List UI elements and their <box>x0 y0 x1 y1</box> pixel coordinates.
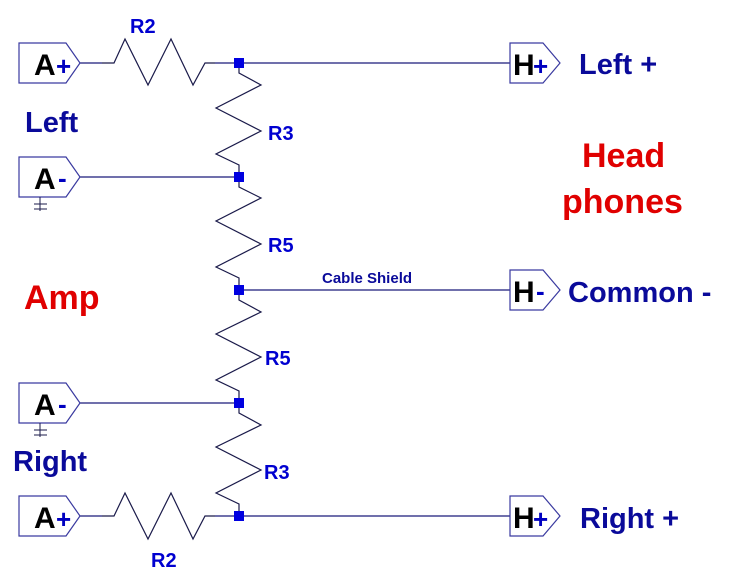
port-hp-common: H - <box>509 269 561 311</box>
label-cable-shield: Cable Shield <box>322 270 412 287</box>
label-right: Right <box>13 446 87 478</box>
svg-text:A: A <box>34 49 56 82</box>
label-common-minus: Common - <box>568 277 711 309</box>
svg-text:H: H <box>513 49 535 82</box>
port-amp-left-plus: A + <box>18 42 81 84</box>
resistor-label-r3-top: R3 <box>268 123 294 145</box>
label-left: Left <box>25 107 79 139</box>
ground-icon <box>34 423 47 437</box>
svg-text:-: - <box>536 276 545 306</box>
label-head: Head <box>582 137 665 175</box>
resistor-label-r5-bottom: R5 <box>265 348 291 370</box>
resistor-label-r5-top: R5 <box>268 235 294 257</box>
svg-text:A: A <box>34 502 56 535</box>
port-hp-left-plus: H + <box>509 42 561 84</box>
junction-node <box>234 285 244 295</box>
resistor-label-r2-bottom: R2 <box>151 550 177 572</box>
svg-text:A: A <box>34 163 56 196</box>
resistor-r2-bottom <box>102 491 215 541</box>
junction-node <box>234 398 244 408</box>
resistor-r2-top <box>102 37 215 87</box>
resistor-label-r3-bottom: R3 <box>264 462 290 484</box>
resistor-r3-top <box>214 63 263 177</box>
label-phones: phones <box>562 183 683 221</box>
svg-text:+: + <box>56 504 71 534</box>
label-right-plus: Right + <box>580 503 679 535</box>
svg-text:+: + <box>533 504 548 534</box>
junction-node <box>234 172 244 182</box>
svg-text:H: H <box>513 502 535 535</box>
resistor-r5-top <box>214 177 263 290</box>
port-amp-left-minus: A - <box>18 156 81 198</box>
port-amp-right-plus: A + <box>18 495 81 537</box>
svg-text:-: - <box>58 389 67 419</box>
resistor-r3-bottom <box>214 403 263 516</box>
ground-icon <box>34 197 47 211</box>
svg-text:H: H <box>513 276 535 309</box>
junction-node <box>234 58 244 68</box>
port-amp-right-minus: A - <box>18 382 81 424</box>
junction-node <box>234 511 244 521</box>
svg-text:A: A <box>34 389 56 422</box>
label-left-plus: Left + <box>579 49 657 81</box>
svg-text:+: + <box>56 51 71 81</box>
label-amp: Amp <box>24 279 100 317</box>
port-hp-right-plus: H + <box>509 495 561 537</box>
resistor-label-r2-top: R2 <box>130 16 156 38</box>
svg-text:-: - <box>58 163 67 193</box>
svg-text:+: + <box>533 51 548 81</box>
resistor-r5-bottom <box>214 290 263 403</box>
